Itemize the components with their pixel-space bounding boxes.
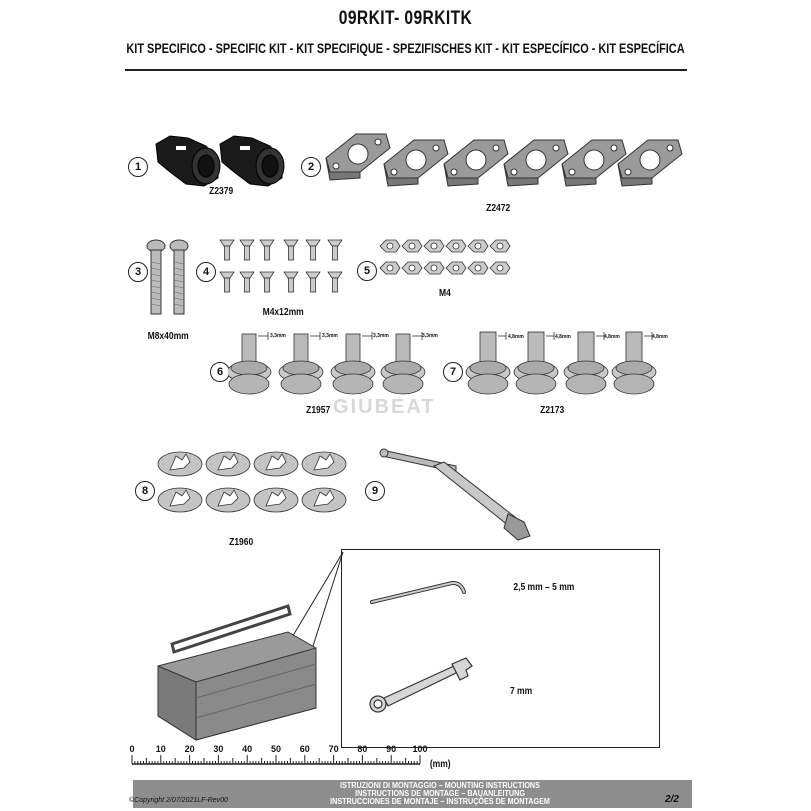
watermark: GIUBEAT <box>333 396 436 418</box>
nut-m4-illustration <box>379 239 511 275</box>
part-number-3: 3 <box>128 262 148 282</box>
dimension-z1957-1: 3,3mm <box>270 333 286 339</box>
ruler-label: 0 <box>129 744 135 754</box>
scale-ruler <box>131 755 421 765</box>
dimension-z2173-3: 4,8mm <box>604 334 620 340</box>
part-number-1: 1 <box>128 157 148 177</box>
wrench-icon <box>369 657 473 713</box>
part-number-9: 9 <box>365 481 385 501</box>
wrench-size-label: 7 mm <box>509 686 533 697</box>
dimension-z2173-1: 4,8mm <box>508 334 524 340</box>
ruler-label: 10 <box>155 744 166 754</box>
footer-line-2: INSTRUCTIONS DE MONTAGE – BAUANLEITUNG <box>355 789 525 798</box>
ruler-unit: (mm) <box>429 759 451 770</box>
t-key-tool-illustration <box>379 448 531 541</box>
part-code-m8x40: M8x40mm <box>147 331 189 342</box>
footer-line-1: ISTRUZIONI DI MONTAGGIO – MOUNTING INSTR… <box>340 781 540 790</box>
part-code-z1960: Z1960 <box>229 537 254 548</box>
dimension-z2173-2: 4,8mm <box>555 334 571 340</box>
part-code-z2379: Z2379 <box>209 186 234 197</box>
part-code-m4: M4 <box>439 288 451 299</box>
ruler-label: 90 <box>386 744 397 754</box>
part-number-7: 7 <box>443 362 463 382</box>
dimension-z2173-4: 4,8mm <box>652 334 668 340</box>
dimension-z1957-4: 3,3mm <box>422 333 438 339</box>
ruler-label: 60 <box>299 744 310 754</box>
ruler-label: 30 <box>213 744 224 754</box>
dimension-z1957-3: 3,3mm <box>373 333 389 339</box>
grommet-z2173-illustration <box>465 331 657 395</box>
ruler-label: 20 <box>184 744 195 754</box>
page-subtitle: KIT SPECIFICO - SPECIFIC KIT - KIT SPECI… <box>126 40 685 56</box>
part-code-m4x12: M4x12mm <box>262 307 304 318</box>
ruler-label: 40 <box>242 744 253 754</box>
header-divider <box>125 69 687 71</box>
dimension-z1957-2: 3,3mm <box>322 333 338 339</box>
part-code-z2173: Z2173 <box>540 405 565 416</box>
part-code-z1957: Z1957 <box>306 405 331 416</box>
plate-z2472-illustration <box>325 133 683 187</box>
footer-bar <box>133 780 692 808</box>
ruler-label: 50 <box>270 744 282 754</box>
part-number-5: 5 <box>357 261 377 281</box>
footer-line-3: INSTRUCCIONES DE MONTAJE – INSTRUÇÕES DE… <box>330 797 550 806</box>
page-number: 2/2 <box>665 794 679 805</box>
hex-key-icon <box>370 581 466 604</box>
screw-m8x40-illustration <box>146 239 189 315</box>
ruler-label: 100 <box>412 744 428 754</box>
footer-instructions: ISTRUZIONI DI MONTAGGIO – MOUNTING INSTR… <box>269 782 611 806</box>
clip-z1960-illustration <box>157 451 347 513</box>
copyright-text: ©Copyright 2/07/2021LF-Rev00 <box>129 797 228 804</box>
clip-z2379-illustration <box>155 135 285 187</box>
part-code-z2472: Z2472 <box>486 203 511 214</box>
part-number-6: 6 <box>210 362 230 382</box>
hex-key-size-label: 2,5 mm – 5 mm <box>513 582 575 593</box>
tools-panel <box>341 549 660 748</box>
part-number-2: 2 <box>301 157 321 177</box>
screw-m4x12-illustration <box>219 239 343 293</box>
part-number-8: 8 <box>135 481 155 501</box>
grommet-z1957-illustration <box>228 331 426 395</box>
toolbox-illustration <box>157 551 344 741</box>
ruler-label: 80 <box>357 744 368 754</box>
ruler-label: 70 <box>328 744 339 754</box>
page-title: 09RKIT- 09RKITK <box>338 8 473 29</box>
part-number-4: 4 <box>196 262 216 282</box>
